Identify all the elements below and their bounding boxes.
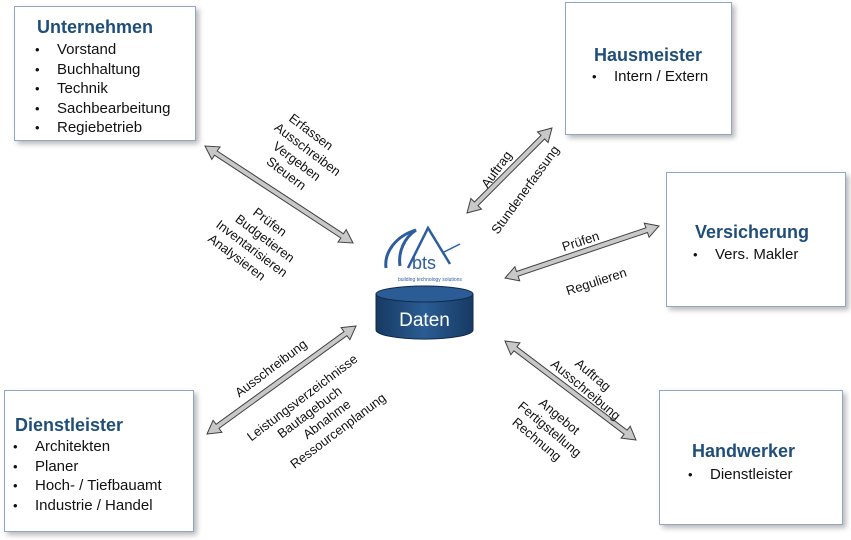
list-item: Intern / Extern bbox=[592, 67, 708, 87]
node-versicherung: Versicherung Vers. Makler bbox=[666, 172, 846, 307]
list-item: Dienstleister bbox=[688, 465, 793, 485]
logo-swoosh-shape bbox=[384, 228, 417, 269]
list-item: Buchhaltung bbox=[35, 60, 170, 80]
node-item-list: Dienstleister bbox=[688, 465, 793, 485]
node-item-list: Vorstand Buchhaltung Technik Sachbearbei… bbox=[35, 40, 170, 138]
node-title: Hausmeister bbox=[594, 45, 703, 65]
bts-logo: bts building technology solutions bbox=[384, 225, 462, 283]
list-item: Regiebetrieb bbox=[35, 118, 170, 138]
node-item-list: Vers. Makler bbox=[693, 245, 798, 265]
list-item: Planer bbox=[13, 457, 162, 477]
database-label: Daten bbox=[399, 310, 450, 331]
arrow-unternehmen bbox=[204, 145, 354, 244]
list-item: Hoch- / Tiefbauamt bbox=[13, 476, 162, 496]
logo-tagline: building technology solutions bbox=[398, 277, 462, 283]
logo-accent-shape bbox=[443, 243, 461, 253]
list-item: Sachbearbeitung bbox=[35, 99, 170, 119]
node-handwerker: Handwerker Dienstleister bbox=[659, 390, 843, 525]
node-item-list: Architekten Planer Hoch- / Tiefbauamt In… bbox=[13, 437, 162, 515]
node-hausmeister: Hausmeister Intern / Extern bbox=[565, 2, 732, 135]
list-item: Architekten bbox=[13, 437, 162, 457]
logo-peak-shape bbox=[406, 225, 452, 269]
arrow-dienstleister bbox=[206, 325, 357, 435]
arrow-handwerker bbox=[504, 340, 637, 441]
node-title: Versicherung bbox=[695, 222, 810, 242]
database-icon bbox=[375, 285, 474, 340]
list-item: Industrie / Handel bbox=[13, 496, 162, 516]
node-item-list: Intern / Extern bbox=[592, 67, 708, 87]
node-title: Unternehmen bbox=[37, 17, 154, 37]
node-title: Handwerker bbox=[692, 441, 796, 461]
arrow-hausmeister bbox=[466, 127, 553, 214]
list-item: Technik bbox=[35, 79, 170, 99]
node-title: Dienstleister bbox=[15, 415, 124, 435]
list-item: Vers. Makler bbox=[693, 245, 798, 265]
arrow-versicherung bbox=[504, 222, 660, 282]
node-dienstleister: Dienstleister Architekten Planer Hoch- /… bbox=[4, 390, 194, 532]
logo-text: bts bbox=[412, 253, 436, 273]
node-unternehmen: Unternehmen Vorstand Buchhaltung Technik… bbox=[14, 6, 196, 141]
list-item: Vorstand bbox=[35, 40, 170, 60]
